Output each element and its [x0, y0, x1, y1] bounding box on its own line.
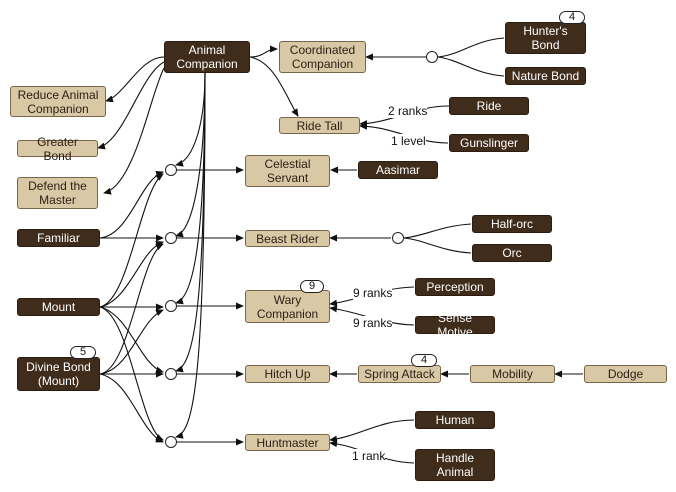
handle-animal-rank-label: 1 rank: [352, 449, 386, 463]
wary-companion-badge: 9: [300, 280, 324, 293]
nature-bond-node[interactable]: Nature Bond: [505, 67, 586, 85]
orc-node[interactable]: Orc: [472, 244, 552, 262]
animal-companion-node[interactable]: Animal Companion: [164, 41, 250, 73]
familiar-node[interactable]: Familiar: [17, 229, 100, 247]
junction-coordinated-companion: [426, 51, 438, 63]
divine-bond-mount-badge: 5: [70, 346, 96, 359]
half-orc-node[interactable]: Half-orc: [472, 215, 552, 233]
divine-bond-mount-node[interactable]: Divine Bond (Mount): [17, 357, 100, 391]
junction-beast-rider: [165, 232, 177, 244]
hunters-bond-badge: 4: [559, 11, 585, 24]
hunters-bond-node[interactable]: Hunter's Bond: [505, 22, 586, 54]
junction-hitch-up: [165, 368, 177, 380]
coordinated-companion-node[interactable]: Coordinated Companion: [279, 41, 366, 73]
beast-rider-node[interactable]: Beast Rider: [245, 230, 330, 247]
ride-tall-node[interactable]: Ride Tall: [279, 117, 360, 134]
ride-node[interactable]: Ride: [449, 97, 529, 115]
human-node[interactable]: Human: [415, 411, 495, 429]
aasimar-node[interactable]: Aasimar: [358, 161, 438, 179]
gunslinger-level-label: 1 level: [391, 134, 426, 148]
celestial-servant-node[interactable]: Celestial Servant: [245, 155, 330, 187]
sense-motive-ranks-label: 9 ranks: [353, 316, 393, 330]
junction-wary-companion: [165, 300, 177, 312]
spring-attack-node[interactable]: Spring Attack: [358, 365, 441, 383]
defend-the-master-node[interactable]: Defend the Master: [17, 177, 98, 209]
handle-animal-node[interactable]: Handle Animal: [415, 449, 495, 481]
greater-bond-node[interactable]: Greater Bond: [17, 135, 98, 163]
perception-node[interactable]: Perception: [415, 278, 495, 296]
huntmaster-node[interactable]: Huntmaster: [245, 434, 330, 451]
wary-companion-node[interactable]: Wary Companion: [245, 290, 330, 323]
spring-attack-badge: 4: [411, 354, 437, 367]
hitch-up-node[interactable]: Hitch Up: [245, 365, 330, 383]
dodge-node[interactable]: Dodge: [584, 365, 667, 383]
gunslinger-node[interactable]: Gunslinger: [449, 134, 529, 152]
perception-ranks-label: 9 ranks: [353, 286, 393, 300]
junction-huntmaster: [165, 436, 177, 448]
sense-motive-node[interactable]: Sense Motive: [415, 311, 495, 339]
reduce-animal-companion-node[interactable]: Reduce Animal Companion: [10, 86, 106, 117]
mount-node[interactable]: Mount: [17, 298, 100, 316]
mobility-node[interactable]: Mobility: [470, 365, 555, 383]
junction-celestial-servant: [165, 164, 177, 176]
junction-beast-rider-race: [392, 232, 404, 244]
ride-ranks-label: 2 ranks: [388, 104, 428, 118]
